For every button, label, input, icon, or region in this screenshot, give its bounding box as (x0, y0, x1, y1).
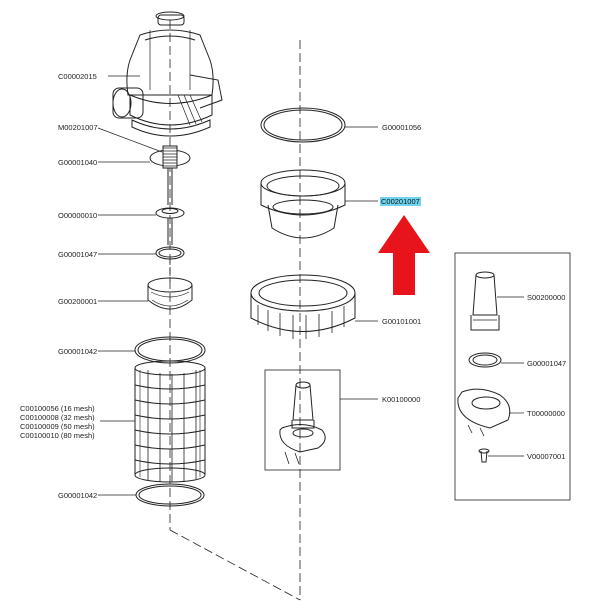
connector-axis-line (169, 529, 301, 601)
label-drain-oring: G00001047 (527, 359, 567, 368)
label-disc: O00000010 (58, 211, 98, 220)
label-oring-large: G00001056 (382, 123, 422, 132)
label-oring-mid: G00001042 (58, 347, 98, 356)
label-drain-valve: S00200000 (527, 293, 566, 302)
spring-part (149, 145, 191, 169)
drain-kit-part (279, 381, 326, 465)
drain-exploded-box (454, 252, 571, 501)
seat-part (147, 277, 193, 310)
large-oring-part (260, 107, 346, 143)
label-oring-bottom: G00001042 (58, 491, 98, 500)
label-spring: M00201007 (58, 123, 98, 132)
label-oring-small: G00001047 (58, 250, 98, 259)
screen-cage-part (134, 360, 206, 483)
label-drain-kit: K00100000 (382, 395, 421, 404)
label-screen-32: C00100008 (32 mesh) (20, 413, 95, 422)
ring-nut-part (250, 274, 356, 339)
label-screen-80: C00100010 (80 mesh) (20, 431, 95, 440)
label-screen-16: C00100056 (16 mesh) (20, 404, 95, 413)
label-cap-highlighted: C00201007 (380, 197, 421, 206)
mid-oring-part (134, 336, 206, 364)
filter-body-part (112, 11, 223, 137)
drain-oring-part (468, 352, 502, 368)
label-drain-nut: T00000000 (527, 409, 565, 418)
label-body: C00002015 (58, 72, 97, 81)
disc-part (155, 168, 185, 245)
drain-screw-part (478, 448, 490, 463)
label-seat: G00200001 (58, 297, 98, 306)
label-oring-top-left: G00001040 (58, 158, 98, 167)
drain-nut-part (457, 388, 511, 437)
drain-kit-box (264, 369, 341, 471)
cap-part (260, 169, 346, 239)
drain-valve-part (470, 271, 500, 331)
label-ring-nut: G00101001 (382, 317, 422, 326)
label-screen-50: C00100009 (50 mesh) (20, 422, 95, 431)
label-drain-screw: V00007001 (527, 452, 566, 461)
red-up-arrow-icon (378, 215, 430, 295)
